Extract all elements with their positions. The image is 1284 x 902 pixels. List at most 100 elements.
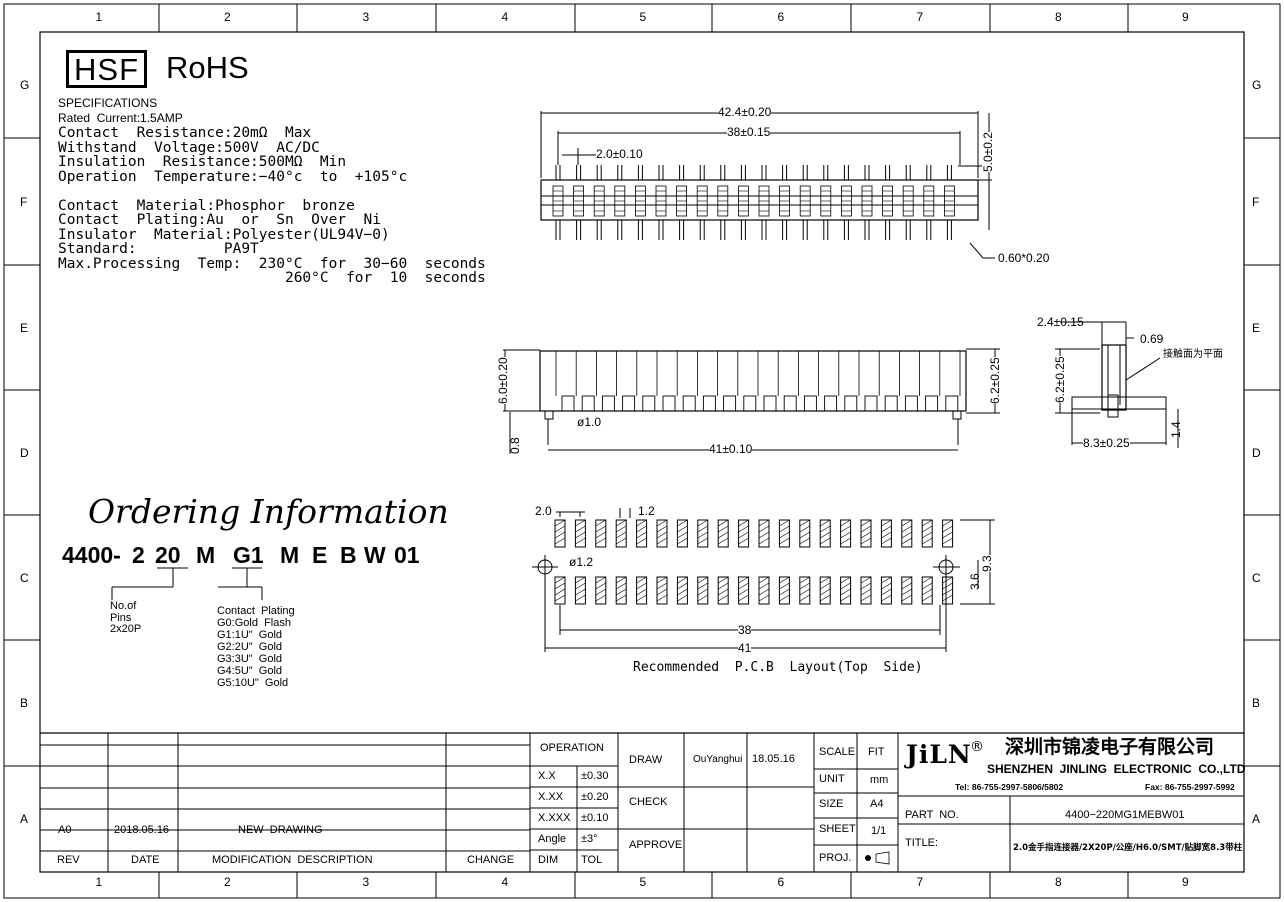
pad-hatch	[554, 525, 566, 533]
pad-hatch	[718, 537, 729, 545]
pad-hatch	[799, 537, 810, 545]
foot	[622, 395, 636, 412]
foot	[763, 395, 777, 412]
header-change: CHANGE	[467, 854, 515, 866]
pad-hatch	[697, 525, 708, 533]
foot	[561, 395, 575, 412]
ordering-title: Ordering Information	[88, 492, 449, 531]
pad-hatch	[697, 531, 708, 539]
pad-hatch	[840, 576, 851, 584]
dim-label: 9.3	[980, 555, 994, 572]
plating-note-line: G2:2U" Gold	[217, 641, 283, 653]
spec-line: 260°C for 10 seconds	[58, 270, 486, 286]
part-code-segment: W	[364, 542, 386, 568]
pad-hatch	[922, 519, 933, 527]
pad-hatch	[677, 519, 688, 527]
foot	[702, 395, 716, 412]
pcb-pad	[758, 519, 770, 548]
pad-hatch	[860, 576, 872, 584]
pcb-pad	[778, 519, 790, 548]
pad-hatch	[636, 525, 647, 533]
pad-hatch	[595, 537, 606, 545]
foot	[682, 395, 696, 412]
pcb-pad	[676, 576, 688, 605]
dim-label: 0.8	[508, 437, 522, 454]
pcb-pad	[778, 576, 790, 605]
spec-line: Contact Plating:Au or Sn Over Ni	[58, 212, 382, 228]
brand-logo: JiLN	[906, 740, 972, 769]
pcb-pad	[636, 519, 648, 548]
pcb-pad	[574, 519, 586, 548]
pcb-pad	[738, 576, 750, 605]
pad-hatch	[575, 537, 586, 545]
foot	[723, 395, 737, 412]
foot	[581, 395, 595, 412]
pad-hatch	[636, 594, 647, 602]
pad-hatch	[901, 576, 912, 584]
pad-hatch	[575, 519, 586, 527]
part-code-segment: M	[196, 542, 216, 568]
pad-hatch	[718, 576, 729, 584]
pcb-pad	[636, 576, 648, 605]
pad-hatch	[758, 525, 770, 533]
pcb-pad	[942, 576, 954, 605]
rev-value: A0	[58, 824, 72, 836]
dim-label: 5.0±0.2	[981, 132, 995, 172]
pad-hatch	[554, 519, 566, 527]
pad-hatch	[575, 582, 586, 590]
pcb-pad	[676, 519, 688, 548]
pcb-pad	[717, 576, 729, 605]
row-label: D	[20, 445, 29, 460]
pad-hatch	[779, 576, 790, 584]
pcb-pad	[697, 519, 709, 548]
proj-label: PROJ.	[819, 852, 852, 864]
pad-hatch	[901, 537, 912, 545]
pad-hatch	[595, 588, 606, 596]
approve-label: APPROVE	[629, 839, 683, 851]
pcb-pad	[840, 576, 852, 605]
pad-hatch	[840, 588, 851, 596]
part-code-segment: G1	[233, 542, 264, 568]
pcb-pad	[615, 576, 627, 605]
pad-hatch	[820, 531, 831, 539]
pad-hatch	[677, 594, 688, 602]
pad-hatch	[799, 531, 810, 539]
scale-label: SCALE	[819, 746, 856, 758]
part-code-segment: 2	[132, 542, 145, 568]
pad-hatch	[881, 588, 892, 596]
foot	[803, 395, 817, 412]
pad-hatch	[718, 531, 729, 539]
pcb-pad	[860, 576, 872, 605]
dim-label: 2.0±0.10	[596, 147, 643, 161]
pad-hatch	[738, 576, 749, 584]
front-view-body	[539, 350, 967, 412]
pad-hatch	[656, 582, 668, 590]
size-value: A4	[870, 798, 884, 810]
tol-key: X.X	[538, 770, 556, 782]
header-rev: REV	[57, 854, 80, 866]
tol-key: X.XX	[538, 791, 564, 803]
pad-hatch	[840, 519, 851, 527]
pad-hatch	[616, 519, 627, 527]
foot	[864, 395, 878, 412]
pad-hatch	[636, 531, 647, 539]
part-code-segment: 01	[394, 542, 420, 568]
part-code-segment: 4400-	[62, 542, 121, 568]
dim-label: 接触面为平面	[1163, 349, 1223, 360]
pad-hatch	[820, 537, 831, 545]
tol-value: ±3°	[581, 833, 598, 845]
pad-hatch	[901, 531, 912, 539]
pcb-pad	[595, 576, 607, 605]
pcb-pad	[860, 519, 872, 548]
pins-note-line: 2x20P	[110, 623, 142, 635]
pcb-pad	[901, 576, 913, 605]
pad-hatch	[656, 525, 668, 533]
pad-hatch	[697, 582, 708, 590]
dim-label: 6.2±0.25	[1053, 356, 1067, 403]
pad-hatch	[738, 582, 749, 590]
pad-hatch	[636, 519, 647, 527]
pad-hatch	[718, 519, 729, 527]
pad-hatch	[575, 594, 586, 602]
pad-hatch	[881, 525, 892, 533]
pad-hatch	[840, 594, 851, 602]
